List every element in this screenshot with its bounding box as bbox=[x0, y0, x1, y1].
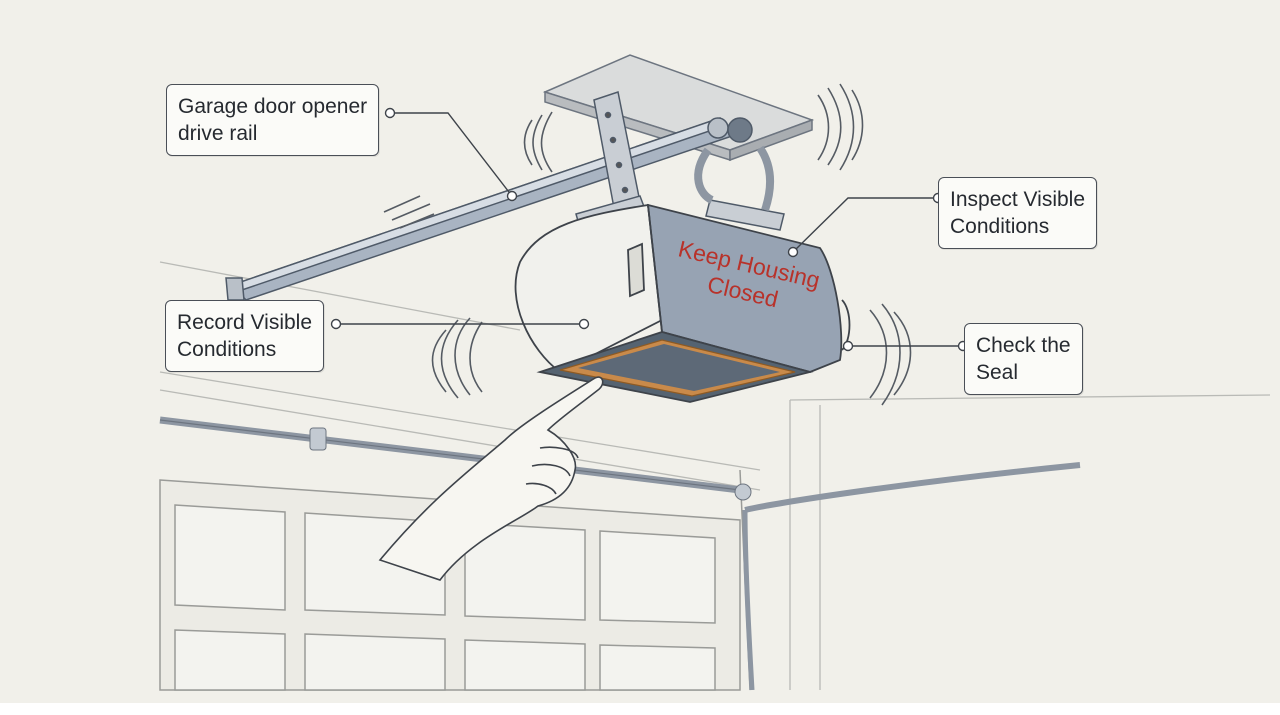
callout-seal-line2: Seal bbox=[976, 361, 1019, 384]
opener-housing bbox=[514, 203, 851, 403]
door-track bbox=[159, 416, 1081, 691]
pointing-hand-icon bbox=[378, 376, 604, 581]
callout-inspect-line1: Inspect Visible bbox=[950, 188, 1086, 211]
bottom-strip bbox=[0, 703, 1280, 715]
callout-record-line2: Conditions bbox=[177, 338, 277, 361]
vibration-lines-icon bbox=[383, 83, 912, 406]
callout-record-line1: Record Visible bbox=[177, 311, 313, 334]
callout-record: Record Visible Conditions bbox=[165, 300, 325, 372]
callout-seal-line1: Check the bbox=[976, 334, 1071, 357]
callout-inspect-line2: Conditions bbox=[950, 215, 1050, 238]
callout-inspect: Inspect Visible Conditions bbox=[938, 177, 1098, 249]
callout-drive-rail-line2: drive rail bbox=[178, 122, 258, 145]
callout-drive-rail: Garage door opener drive rail bbox=[166, 84, 380, 156]
callout-seal: Check the Seal bbox=[964, 323, 1083, 395]
garage-door bbox=[159, 469, 751, 691]
ceiling-lines bbox=[159, 261, 1271, 690]
callout-drive-rail-line1: Garage door opener bbox=[178, 95, 368, 118]
